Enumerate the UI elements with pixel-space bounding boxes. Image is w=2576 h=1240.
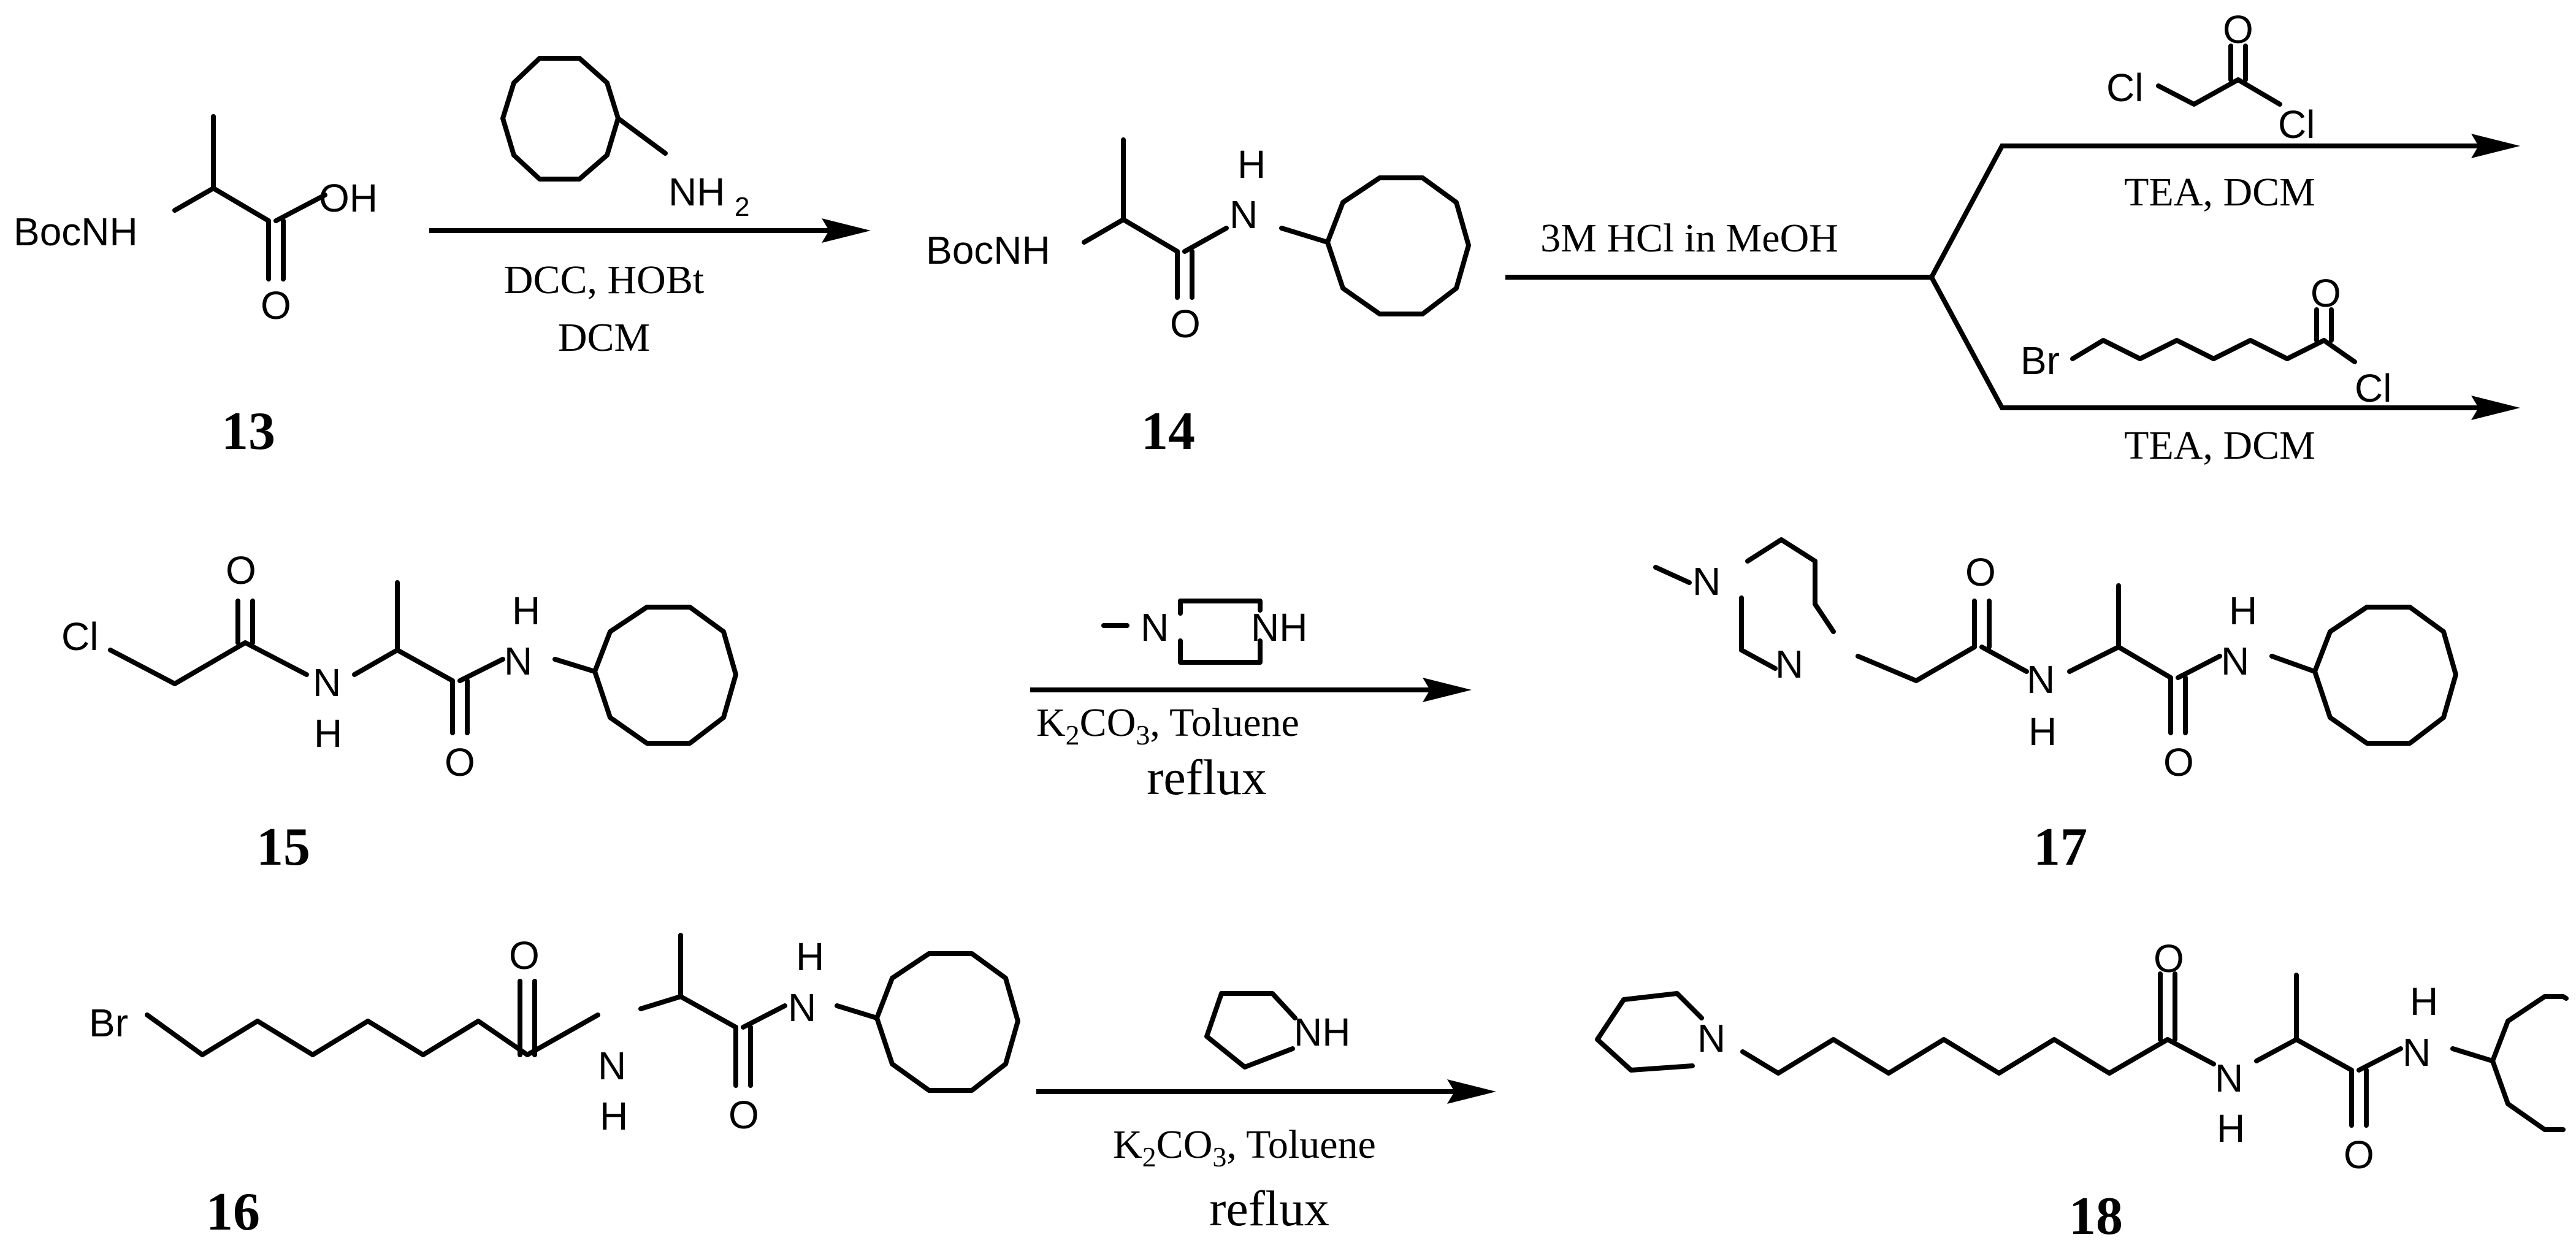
atom-n: N	[2215, 1056, 2243, 1100]
atom-h: H	[600, 1094, 628, 1138]
compound-label-13: 13	[221, 402, 275, 461]
compound-label-15: 15	[256, 817, 310, 877]
atom-o: O	[509, 933, 540, 978]
atom-br: Br	[2020, 339, 2060, 383]
condition-step4-line1: K2CO3, Toluene	[1036, 700, 1299, 751]
condition-step5-line2: reflux	[1209, 1181, 1329, 1236]
atom-carbonyl-oxygen: O	[1170, 302, 1201, 346]
compound-17: N N O N H N H O 17	[1653, 537, 2458, 877]
atom-amine-nh: NH	[668, 170, 725, 214]
atom-n: N	[2027, 657, 2055, 702]
reaction-arrow-5: K2CO3, Toluene reflux	[1036, 1079, 1496, 1236]
atom-br: Br	[89, 1001, 128, 1045]
atom-h: H	[314, 711, 342, 756]
reagent-pyrrolidine: NH	[1204, 991, 1350, 1070]
atom-n: N	[598, 1044, 626, 1088]
atom-nh: NH	[1294, 1010, 1350, 1054]
reaction-arrow-branch: 3M HCl in MeOH TEA, DCM TEA, DCM	[1505, 134, 2520, 468]
atom-cl: Cl	[2278, 102, 2315, 147]
atom-h: H	[2028, 710, 2057, 754]
condition-step3a: TEA, DCM	[2124, 170, 2315, 215]
atom-n-pyrrolidine: N	[1697, 1016, 1726, 1060]
reagent-chloroacetyl-chloride: Cl O Cl	[2106, 7, 2315, 147]
atom-amide-n: N	[1229, 193, 1258, 237]
condition-step1-line1: DCC, HOBt	[504, 258, 704, 302]
compound-15: Cl O N H N H O 15	[61, 548, 738, 877]
condition-step3b: TEA, DCM	[2124, 423, 2315, 468]
atom-o: O	[2223, 7, 2253, 52]
atom-h: H	[2217, 1106, 2245, 1150]
atom-n: N	[2402, 1030, 2431, 1074]
atom-h: H	[796, 935, 824, 979]
atom-n: N	[1141, 605, 1169, 649]
compound-label-17: 17	[2033, 817, 2087, 877]
atom-carbonyl-oxygen: O	[261, 283, 291, 327]
condition-step1-line2: DCM	[558, 315, 650, 360]
reaction-arrow-1: DCC, HOBt DCM	[429, 218, 871, 360]
atom-cl: Cl	[2106, 66, 2143, 110]
atom-n: N	[313, 660, 341, 705]
atom-h: H	[2410, 979, 2438, 1024]
compound-label-18: 18	[2069, 1187, 2123, 1240]
atom-o: O	[445, 740, 475, 784]
compound-16: Br O N H N H O 16	[89, 933, 1020, 1240]
atom-n: N	[2221, 639, 2249, 683]
condition-step4-line2: reflux	[1147, 749, 1267, 805]
atom-h: H	[2229, 589, 2257, 633]
atom-o: O	[1965, 550, 1996, 594]
compound-label-14: 14	[1141, 402, 1195, 461]
compound-13: BocNH OH O 13	[13, 114, 378, 461]
atom-h: H	[512, 589, 540, 633]
atom-nh: NH	[1251, 605, 1307, 649]
atom-hydroxyl: OH	[319, 176, 378, 220]
atom-amine-subscript: 2	[735, 192, 749, 222]
reagent-methylpiperazine: N NH	[1101, 599, 1307, 665]
reagent-bromohexanoyl-chloride: Br O Cl	[2020, 271, 2391, 410]
atom-n: N	[788, 985, 816, 1030]
atom-o: O	[2310, 271, 2341, 315]
atom-amide-h: H	[1237, 142, 1266, 186]
atom-boc-nh: BocNH	[926, 228, 1050, 272]
atom-boc-nh: BocNH	[13, 210, 138, 254]
compound-18: N O N H N H O 18	[1595, 936, 2569, 1240]
condition-step5-line1: K2CO3, Toluene	[1113, 1122, 1376, 1173]
atom-n-methyl: N	[1692, 559, 1721, 603]
compound-label-16: 16	[206, 1182, 260, 1240]
atom-o: O	[2154, 936, 2184, 981]
atom-o: O	[226, 548, 256, 592]
atom-n-piperazine: N	[1775, 642, 1803, 686]
atom-cl: Cl	[2355, 366, 2391, 410]
compound-14: BocNH N H O 14	[926, 137, 1471, 461]
atom-n: N	[504, 639, 532, 683]
atom-o: O	[728, 1093, 759, 1137]
atom-cl: Cl	[61, 614, 98, 659]
reagent-cyclooctylamine: NH 2	[500, 56, 749, 222]
condition-step2: 3M HCl in MeOH	[1540, 216, 1838, 261]
atom-o: O	[2344, 1133, 2374, 1177]
reaction-arrow-4: K2CO3, Toluene reflux	[1030, 678, 1472, 805]
atom-o: O	[2163, 740, 2194, 784]
